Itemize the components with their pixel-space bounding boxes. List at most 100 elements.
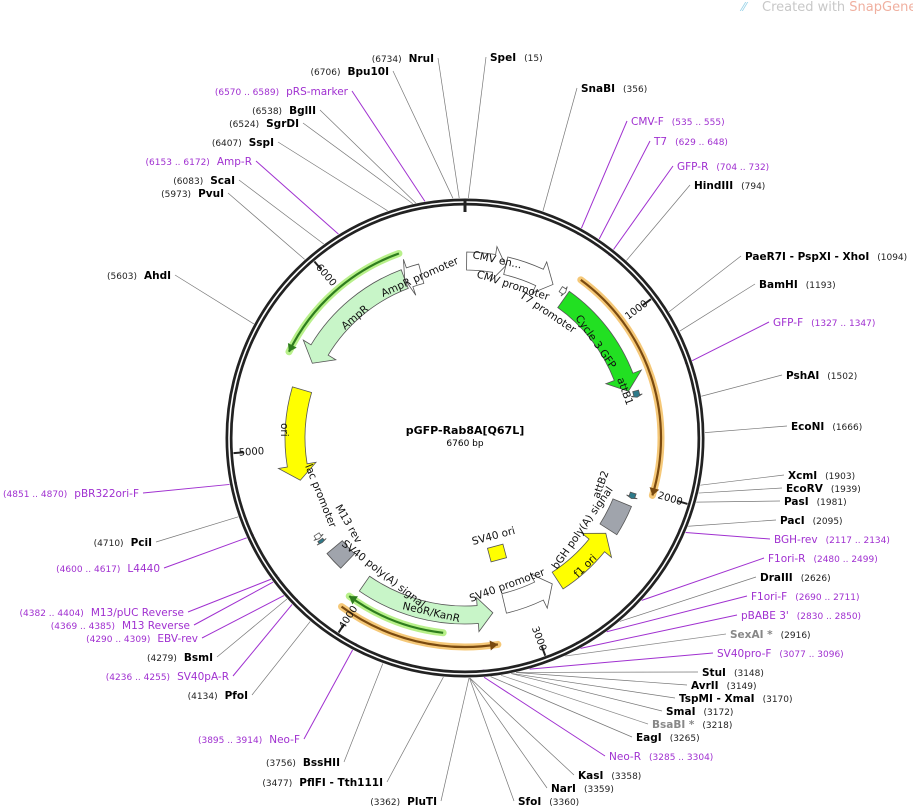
site-label[interactable]: (4279)BsmI: [147, 652, 213, 664]
enzyme-site-tspmi-xmai[interactable]: TspMI - XmaI(3170): [679, 693, 793, 705]
site-label[interactable]: (6083)ScaI: [173, 175, 235, 187]
feature-attb2[interactable]: [626, 491, 638, 500]
enzyme-site-kasi[interactable]: KasI(3358): [578, 770, 641, 782]
enzyme-site-bglii[interactable]: (6538)BglII: [252, 105, 316, 117]
site-label[interactable]: SpeI(15): [490, 52, 543, 64]
feature-label-lac-promoter[interactable]: lac promoter: [302, 463, 339, 530]
feature-cmv-promoter[interactable]: [503, 256, 554, 294]
enzyme-site-sgrdi[interactable]: (6524)SgrDI: [229, 118, 299, 130]
site-label[interactable]: AvrII(3149): [691, 680, 757, 692]
site-label[interactable]: (6570 .. 6589)pRS-marker: [215, 86, 349, 98]
site-label[interactable]: (6524)SgrDI: [229, 118, 299, 130]
feature-attb1[interactable]: [631, 389, 643, 398]
site-label[interactable]: BGH-rev(2117 .. 2134): [774, 534, 890, 546]
primer-prs-marker[interactable]: (6570 .. 6589)pRS-marker: [215, 86, 349, 98]
feature-bgh-poly-a-signal[interactable]: [599, 498, 632, 536]
enzyme-site-bsmi[interactable]: (4279)BsmI: [147, 652, 213, 664]
enzyme-site-pshai[interactable]: PshAI(1502): [786, 370, 857, 382]
site-label[interactable]: (5603)AhdI: [107, 270, 171, 282]
enzyme-site-avrii[interactable]: AvrII(3149): [691, 680, 757, 692]
enzyme-site-bpu10i[interactable]: (6706)Bpu10I: [311, 66, 389, 78]
enzyme-site-paer7i-pspxi-xhoi[interactable]: PaeR7I - PspXI - XhoI(1094): [745, 251, 907, 263]
site-label[interactable]: EagI(3265): [636, 732, 700, 744]
primer-gfp-f[interactable]: GFP-F(1327 .. 1347): [773, 317, 875, 329]
primer-sv40pro-f[interactable]: SV40pro-F(3077 .. 3096): [717, 648, 844, 660]
enzyme-site-pfoi[interactable]: (4134)PfoI: [188, 690, 248, 702]
site-label[interactable]: (6734)NruI: [372, 53, 434, 65]
enzyme-site-pluti[interactable]: (3362)PluTI: [370, 796, 437, 808]
feature-ampr-promoter[interactable]: [403, 259, 425, 296]
site-label[interactable]: (3362)PluTI: [370, 796, 437, 808]
site-label[interactable]: (6538)BglII: [252, 105, 316, 117]
feature-m13-rev[interactable]: [316, 537, 327, 546]
enzyme-site-ahdi[interactable]: (5603)AhdI: [107, 270, 171, 282]
primer-f1ori-r[interactable]: F1ori-R(2480 .. 2499): [768, 553, 878, 565]
primer-l4440[interactable]: (4600 .. 4617)L4440: [56, 563, 160, 575]
site-label[interactable]: PacI(2095): [780, 515, 843, 527]
enzyme-site-paci[interactable]: PacI(2095): [780, 515, 843, 527]
site-label[interactable]: F1ori-F(2690 .. 2711): [751, 591, 860, 603]
site-label[interactable]: HindIII(794): [694, 180, 765, 192]
feature-neor-kanr[interactable]: [358, 575, 494, 633]
enzyme-site-bsshii[interactable]: (3756)BssHII: [266, 757, 340, 769]
orf-arc[interactable]: [348, 595, 444, 634]
primer-gfp-r[interactable]: GFP-R(704 .. 732): [677, 161, 769, 173]
enzyme-site-ecorv[interactable]: EcoRV(1939): [786, 483, 861, 495]
enzyme-site-scai[interactable]: (6083)ScaI: [173, 175, 235, 187]
site-label[interactable]: SfoI(3360): [518, 796, 579, 808]
enzyme-site-econi[interactable]: EcoNI(1666): [791, 421, 862, 433]
feature-label-sv40-ori[interactable]: SV40 ori: [471, 525, 517, 548]
enzyme-site-sfoi[interactable]: SfoI(3360): [518, 796, 579, 808]
primer-amp-r[interactable]: (6153 .. 6172)Amp-R: [146, 156, 252, 168]
primer-sv40pa-r[interactable]: (4236 .. 4255)SV40pA-R: [106, 671, 229, 683]
orf-arc[interactable]: [287, 252, 400, 353]
primer-m13-puc-reverse[interactable]: (4382 .. 4404)M13/pUC Reverse: [20, 607, 184, 619]
feature-f1-ori[interactable]: [551, 532, 613, 590]
site-label[interactable]: (4600 .. 4617)L4440: [56, 563, 160, 575]
enzyme-site-stui[interactable]: StuI(3148): [702, 667, 764, 679]
site-label[interactable]: StuI(3148): [702, 667, 764, 679]
site-label[interactable]: TspMI - XmaI(3170): [679, 693, 793, 705]
site-label[interactable]: (3756)BssHII: [266, 757, 340, 769]
site-label[interactable]: DraIII(2626): [760, 572, 831, 584]
site-label[interactable]: SV40pro-F(3077 .. 3096): [717, 648, 844, 660]
feature-lac-promoter[interactable]: [313, 532, 324, 541]
enzyme-site-nari[interactable]: NarI(3359): [551, 783, 614, 795]
enzyme-site-hindiii[interactable]: HindIII(794): [694, 180, 765, 192]
site-label[interactable]: pBABE 3'(2830 .. 2850): [741, 610, 861, 622]
site-label[interactable]: PshAI(1502): [786, 370, 857, 382]
site-label[interactable]: (4236 .. 4255)SV40pA-R: [106, 671, 229, 683]
site-label[interactable]: BamHI(1193): [759, 279, 836, 291]
primer-f1ori-f[interactable]: F1ori-F(2690 .. 2711): [751, 591, 860, 603]
feature-ori[interactable]: [277, 386, 318, 481]
site-label[interactable]: (4382 .. 4404)M13/pUC Reverse: [20, 607, 184, 619]
site-label[interactable]: (4290 .. 4309)EBV-rev: [86, 633, 198, 645]
site-label[interactable]: (4369 .. 4385)M13 Reverse: [51, 620, 190, 632]
site-label[interactable]: PaeR7I - PspXI - XhoI(1094): [745, 251, 907, 263]
primer-neo-f[interactable]: (3895 .. 3914)Neo-F: [198, 734, 300, 746]
feature-cycle-3-gfp[interactable]: [557, 290, 643, 392]
site-label[interactable]: SmaI(3172): [666, 706, 733, 718]
site-label[interactable]: (4710)PciI: [94, 537, 152, 549]
enzyme-site-xcmi[interactable]: XcmI(1903): [788, 470, 855, 482]
enzyme-site-draiii[interactable]: DraIII(2626): [760, 572, 831, 584]
site-label[interactable]: EcoNI(1666): [791, 421, 862, 433]
primer-pbabe-3-[interactable]: pBABE 3'(2830 .. 2850): [741, 610, 861, 622]
orf-arc[interactable]: [580, 278, 663, 496]
site-label[interactable]: GFP-R(704 .. 732): [677, 161, 769, 173]
site-label[interactable]: T7(629 .. 648): [653, 136, 728, 148]
site-label[interactable]: BsaBI *(3218): [652, 719, 732, 731]
enzyme-site-snabi[interactable]: SnaBI(356): [581, 83, 647, 95]
enzyme-site-spei[interactable]: SpeI(15): [490, 52, 543, 64]
site-label[interactable]: (6153 .. 6172)Amp-R: [146, 156, 252, 168]
enzyme-site-pasi[interactable]: PasI(1981): [784, 496, 847, 508]
orf-arc[interactable]: [340, 605, 499, 649]
feature-label-ori[interactable]: ori: [278, 423, 290, 437]
feature-sv40-poly-a-signal[interactable]: [326, 540, 356, 569]
site-label[interactable]: (6706)Bpu10I: [311, 66, 389, 78]
enzyme-site-bamhi[interactable]: BamHI(1193): [759, 279, 836, 291]
feature-sv40-promoter[interactable]: [501, 573, 553, 614]
primer-bgh-rev[interactable]: BGH-rev(2117 .. 2134): [774, 534, 890, 546]
enzyme-site-nrui[interactable]: (6734)NruI: [372, 53, 434, 65]
enzyme-site-sspi[interactable]: (6407)SspI: [212, 137, 274, 149]
